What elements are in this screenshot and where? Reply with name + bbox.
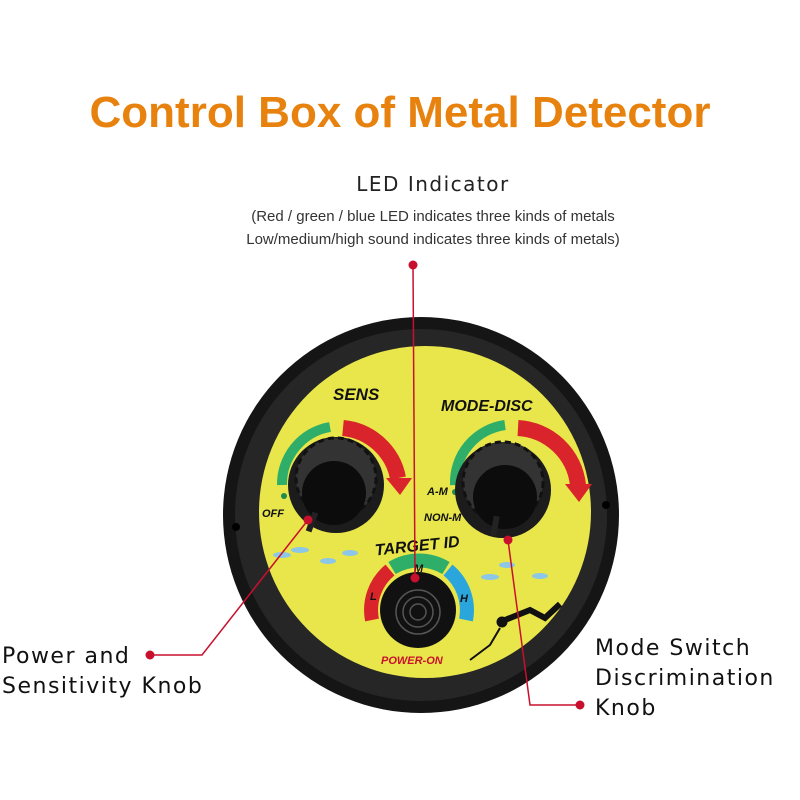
sens-label: SENS (333, 385, 380, 404)
callout-line: Power and (2, 644, 131, 669)
control-panel-face (259, 346, 591, 678)
callout-line: Sensitivity Knob (2, 674, 204, 699)
low-label: L (370, 591, 377, 603)
screw-icon (602, 501, 610, 509)
off-label: OFF (262, 508, 284, 520)
sens-green-arc (276, 422, 332, 486)
sens-red-arc (341, 420, 406, 480)
medium-segment (388, 553, 450, 575)
mode-switch-callout: Mode Switch Discrimination Knob (595, 634, 775, 724)
callout-line: Discrimination (595, 666, 775, 691)
medium-label: M (414, 563, 424, 575)
led-description-line: (Red / green / blue LED indicates three … (251, 208, 615, 225)
callout-line: Mode Switch (595, 636, 752, 661)
nonm-label: NON-M (424, 512, 462, 524)
high-label: H (460, 593, 469, 605)
mode-discrimination-knob[interactable] (455, 440, 551, 538)
screw-icon (232, 523, 240, 531)
led-indicator-heading: LED Indicator (356, 172, 510, 196)
led-description-line: Low/medium/high sound indicates three ki… (246, 231, 620, 248)
mode-red-arc (517, 420, 586, 487)
mode-green-arc (449, 420, 506, 486)
power-sensitivity-callout: Power and Sensitivity Knob (2, 642, 203, 702)
am-label: A-M (426, 486, 449, 498)
callout-dots (145, 260, 585, 710)
power-sensitivity-knob[interactable] (288, 436, 384, 533)
page-title: Control Box of Metal Detector (89, 88, 711, 137)
led-indicator-description: (Red / green / blue LED indicates three … (0, 205, 800, 251)
arrow-icon (386, 478, 412, 495)
callout-lines (150, 264, 580, 706)
speaker-icon (380, 572, 456, 648)
low-segment (364, 564, 395, 622)
power-on-label: POWER-ON (381, 655, 444, 667)
callout-line: Knob (595, 696, 657, 721)
arrow-icon (565, 484, 592, 502)
high-segment (443, 564, 474, 622)
mode-disc-label: MODE-DISC (441, 398, 533, 415)
